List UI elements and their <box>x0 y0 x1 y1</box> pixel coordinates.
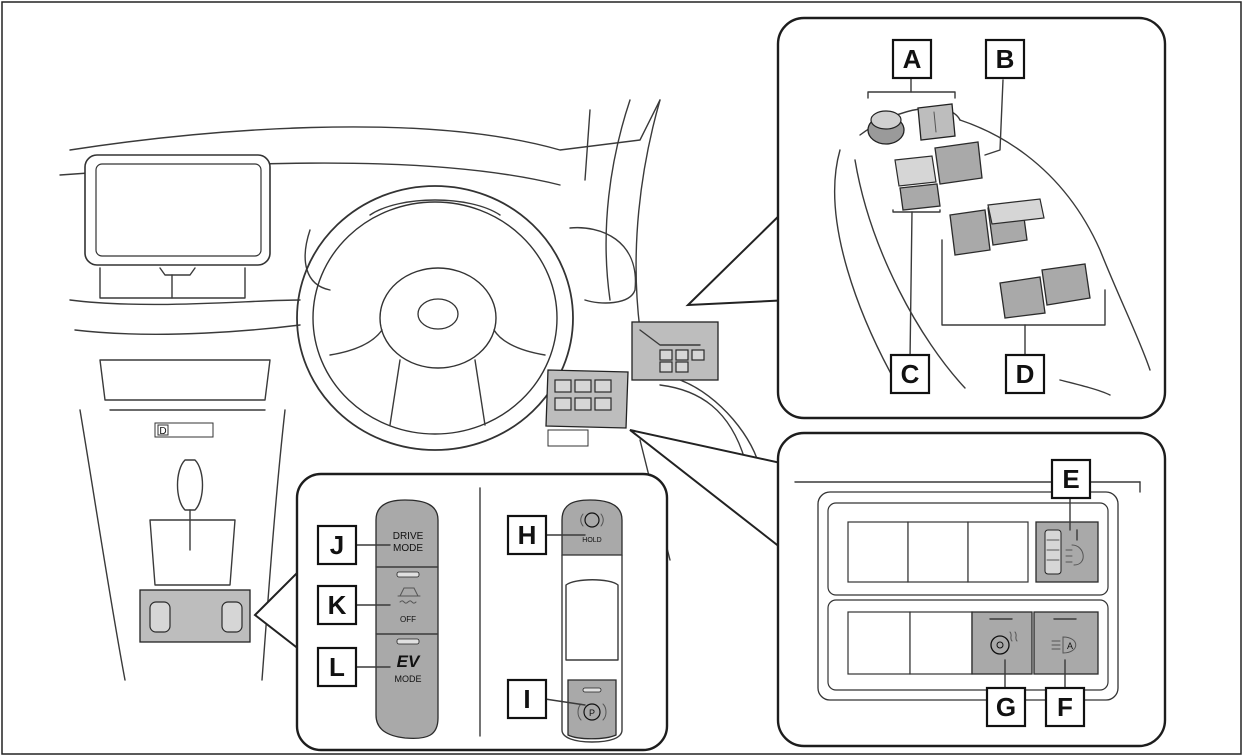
dashboard-overview: D <box>59 99 791 681</box>
callout-label-l: L <box>329 652 345 682</box>
callout-box-l <box>316 646 358 688</box>
center-console: D <box>79 359 286 681</box>
ev-label: EV <box>397 652 421 671</box>
callout-box-b <box>984 38 1026 80</box>
steering-wheel <box>296 185 574 451</box>
callout-label-e: E <box>1062 464 1079 494</box>
callout-label-f: F <box>1057 692 1073 722</box>
auto-high-beam-switch: A <box>1033 611 1099 675</box>
callout-label-c: C <box>901 359 920 389</box>
callout-label-b: B <box>996 44 1015 74</box>
steering-column-switch-cluster <box>545 369 629 447</box>
window-lock-switch-lower <box>899 183 941 211</box>
dash-top-line <box>69 99 661 151</box>
callout-box-c <box>889 353 931 395</box>
svg-text:P: P <box>589 708 595 718</box>
door-switch-panel: A B C D <box>776 16 1167 420</box>
mirror-adjust-switch <box>867 103 956 145</box>
callout-box-e <box>1050 458 1092 500</box>
brake-hold-icon <box>580 512 604 528</box>
callout-box-i <box>506 678 548 720</box>
brake-hold-button: HOLD <box>561 499 623 556</box>
callout-box-k <box>316 584 358 626</box>
callout-box-a <box>891 38 933 80</box>
callout-box-g <box>985 686 1027 728</box>
callout-box-j <box>316 524 358 566</box>
traction-control-off-icon <box>397 587 421 604</box>
drive-mode-label-line1: DRIVE <box>393 531 424 542</box>
door-lock-switch <box>934 141 983 185</box>
parking-brake-switch: P <box>567 679 617 740</box>
column-switch-panel: A E G F <box>776 431 1167 748</box>
callout-label-d: D <box>1016 359 1035 389</box>
headlight-leveling-icon <box>1065 544 1084 566</box>
power-window-switches <box>949 198 1091 319</box>
gear-indicator: D <box>159 426 166 437</box>
callout-box-f <box>1044 686 1086 728</box>
callout-label-g: G <box>996 692 1016 722</box>
heated-steering-wheel-switch <box>971 611 1033 675</box>
door-switch-thumbnail <box>631 321 719 381</box>
callout-box-d <box>1004 353 1046 395</box>
drive-mode-label-line2: MODE <box>393 543 423 554</box>
parking-brake-icon: P <box>577 703 607 721</box>
window-lock-switch-upper <box>894 155 937 187</box>
callout-label-k: K <box>328 590 347 620</box>
callout-label-i: I <box>523 684 530 714</box>
mode-button-strip: DRIVE MODE OFF EV MODE <box>375 499 439 740</box>
hold-label: HOLD <box>582 537 601 544</box>
headlight-leveling-dial <box>1035 521 1099 583</box>
auto-high-beam-icon: A <box>1051 636 1077 654</box>
callout-label-h: H <box>518 520 537 550</box>
infotainment-screen <box>84 154 271 299</box>
vsc-off-label: OFF <box>400 615 416 624</box>
console-switch-panel: DRIVE MODE OFF EV MODE HOLD <box>295 472 669 752</box>
callout-label-j: J <box>330 530 344 560</box>
callout-label-a: A <box>903 44 922 74</box>
heated-steering-wheel-icon <box>990 631 1018 655</box>
ev-mode-label: MODE <box>395 674 422 684</box>
callout-box-h <box>506 514 548 556</box>
svg-text:A: A <box>1067 641 1073 651</box>
